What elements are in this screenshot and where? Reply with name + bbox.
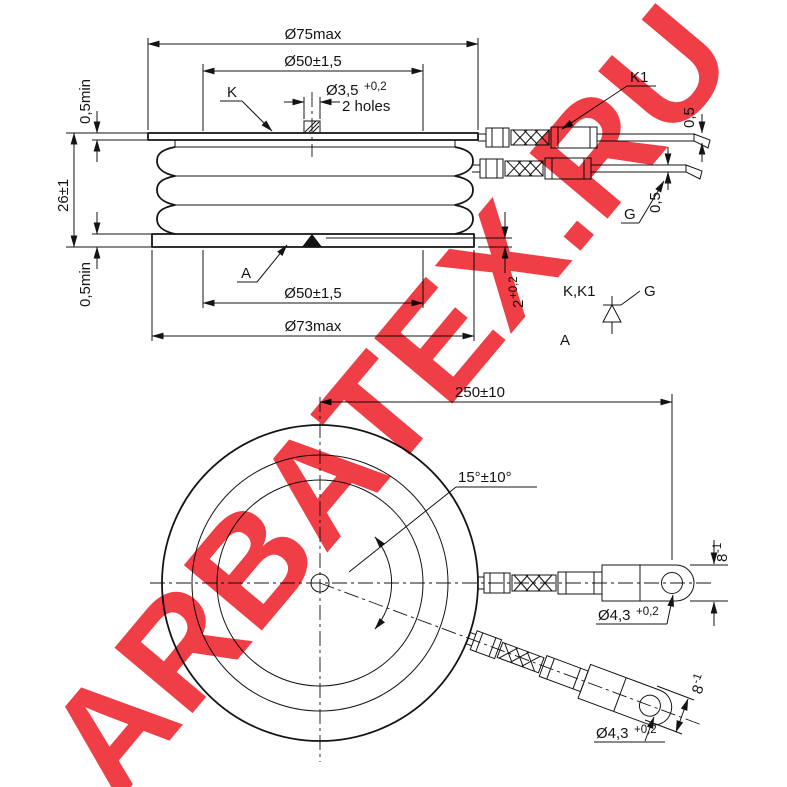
middle-circle xyxy=(191,454,449,712)
dim-8-right-tolerance: -1 xyxy=(712,543,724,553)
label-gate-g: G xyxy=(624,206,636,223)
dim-diameter-75-label: Ø75max xyxy=(285,26,342,43)
dim-diameter-35-label: Ø3,5 xyxy=(326,82,359,99)
dim-2-tolerance: +0,2 xyxy=(508,276,520,299)
dim-d43-right-label: Ø4,3 xyxy=(598,607,631,624)
label-cathode-k: K xyxy=(227,84,237,101)
dim-angle-label: 15°±10° xyxy=(458,469,512,486)
label-aux-cathode-k1: K1 xyxy=(630,69,648,86)
anode-pin xyxy=(302,234,322,247)
side-lead-k1 xyxy=(478,126,711,149)
bottom-flange xyxy=(151,233,475,248)
symbol-gate-label: G xyxy=(644,283,656,300)
top-flange xyxy=(147,132,479,141)
symbol-cathodes-label: K,K1 xyxy=(563,283,596,300)
dim-250-label: 250±10 xyxy=(455,384,505,401)
dim-diameter-50-top-label: Ø50±1,5 xyxy=(284,53,341,70)
dim-d43-bottom-tolerance: +0,2 xyxy=(634,724,657,736)
dim-diameter-50-bottom-label: Ø50±1,5 xyxy=(284,285,341,302)
inner-circle xyxy=(216,479,424,687)
dim-05-lead1-label: 0,5 xyxy=(681,107,698,128)
dim-05min-bottom-label: 0,5min xyxy=(77,262,94,307)
plan-view: 250±10 15°±10° 8 -1 Ø4,3 +0,2 8 -1 Ø4,3 … xyxy=(150,384,731,762)
side-view: Ø75max Ø50±1,5 Ø3,5 +0,2 2 holes K 0,5mi… xyxy=(55,26,711,341)
dim-d43-bottom-label: Ø4,3 xyxy=(596,725,629,742)
dim-diameter-35-tolerance: +0,2 xyxy=(364,81,387,93)
label-anode-a: A xyxy=(241,265,251,282)
dim-8-right-label: 8 xyxy=(714,554,731,562)
symbol-anode-label: A xyxy=(560,332,570,349)
dim-05min-top-label: 0,5min xyxy=(77,79,94,124)
angled-centerline xyxy=(319,582,703,726)
ceramic-ribs-left xyxy=(156,146,176,235)
dim-8-bottom-tolerance: -1 xyxy=(690,672,705,686)
ceramic-ribs-right xyxy=(454,146,474,235)
dim-05-lead2-label: 0,5 xyxy=(647,192,664,213)
thyristor-symbol: K,K1 G A xyxy=(560,283,656,349)
dim-d43-right-tolerance: +0,2 xyxy=(636,606,659,618)
dim-26-label: 26±1 xyxy=(55,179,72,212)
dim-diameter-73-label: Ø73max xyxy=(285,318,342,335)
dim-2-holes-note: 2 holes xyxy=(342,98,390,115)
dim-2-label: 2 xyxy=(510,300,527,308)
cathode-pin xyxy=(303,120,321,134)
center-hole xyxy=(310,573,330,593)
outer-housing-circle xyxy=(161,424,479,742)
